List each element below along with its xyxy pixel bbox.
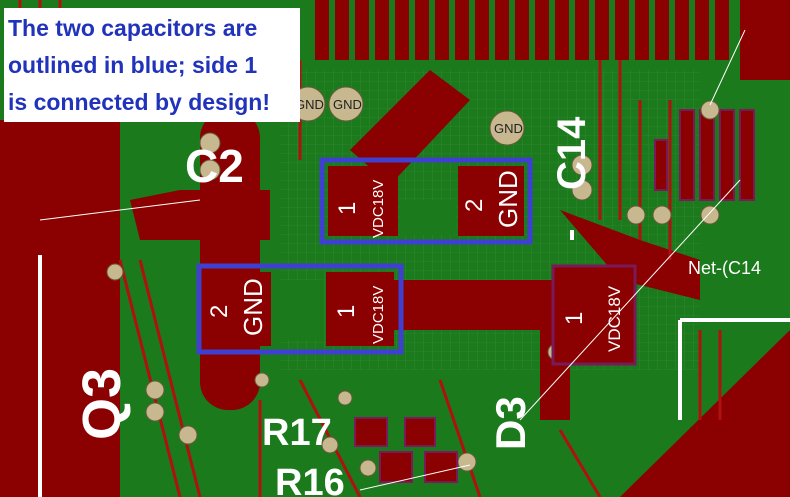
- silkscreen-r17: R17: [262, 412, 332, 454]
- top-cap-pin1-number: 1: [334, 202, 361, 215]
- gnd-via-label-3: GND: [494, 121, 523, 136]
- bottom-cap-pin2-net: GND: [238, 278, 268, 336]
- connector-pins-top: [315, 0, 729, 60]
- bottom-cap-body: [272, 280, 324, 340]
- copper-pour-bottom-right: [620, 330, 790, 497]
- copper-trace-right-branch: [560, 210, 700, 300]
- annotation-line-2: outlined in blue; side 1: [8, 52, 258, 78]
- silkscreen-r16: R16: [275, 462, 345, 497]
- bottom-cap-pad-2[interactable]: [205, 272, 271, 346]
- top-cap-pad-1[interactable]: [328, 166, 398, 236]
- annotation-line-1: The two capacitors are: [8, 15, 258, 41]
- board-outline: [38, 230, 790, 497]
- gnd-via-label-2: GND: [333, 97, 362, 112]
- silkscreen-c2: C2: [185, 140, 244, 192]
- silkscreen-c14-partial: C14: [550, 116, 594, 190]
- annotation-box: The two capacitors are outlined in blue;…: [4, 8, 300, 122]
- top-cap-pin2-net: GND: [493, 170, 523, 228]
- bottom-cap-pin1-net: VDC18V: [370, 286, 387, 344]
- resistor-r17-pads: [354, 417, 436, 447]
- top-cap-pin2-number: 2: [461, 199, 488, 212]
- top-cap-body: [400, 200, 455, 235]
- bottom-cap-pad-1[interactable]: [326, 272, 394, 346]
- top-cap-pad-2[interactable]: [458, 166, 524, 236]
- bottom-cap-pin2-number: 2: [206, 305, 233, 318]
- copper-trace-diagonal-top: [350, 70, 470, 185]
- net-label: Net-(C14: [688, 258, 761, 278]
- resistor-r16-pads: [379, 451, 458, 483]
- bottom-cap-pin1-number: 1: [333, 305, 360, 318]
- top-cap-pin1-net: VDC18V: [370, 180, 387, 238]
- ratsnest-lines: [39, 29, 746, 491]
- copper-pour-top-right: [740, 0, 790, 80]
- silkscreen-q3: Q3: [72, 368, 132, 440]
- ic-pads-right: [654, 109, 755, 201]
- annotation-line-3: is connected by design!: [8, 89, 270, 115]
- top-capacitor-outline[interactable]: [319, 157, 533, 245]
- right-pad-net: VDC18V: [605, 285, 624, 352]
- gnd-via-label-1: GND: [295, 97, 324, 112]
- silkscreen-d3: D3: [487, 396, 534, 450]
- bottom-capacitor-outline[interactable]: [196, 263, 404, 355]
- right-pad[interactable]: [551, 264, 637, 366]
- right-pad-number: 1: [561, 312, 588, 325]
